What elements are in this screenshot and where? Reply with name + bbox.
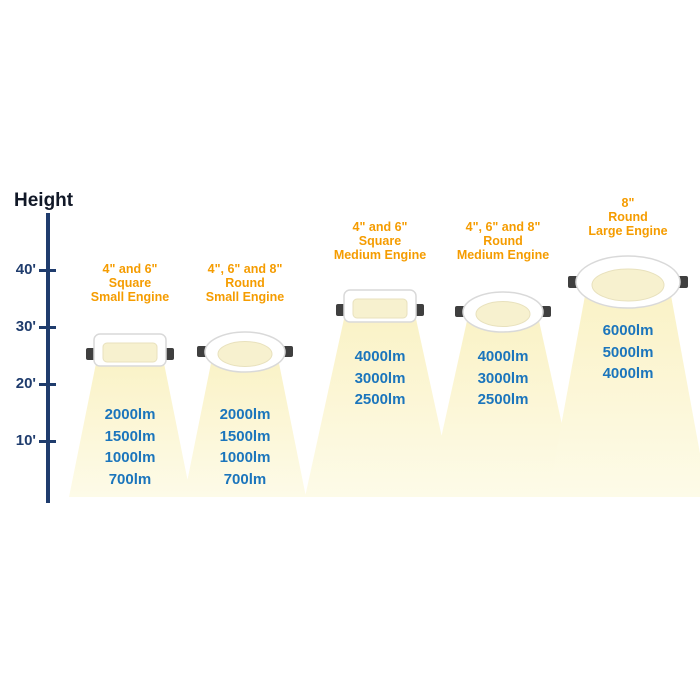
tick-20 — [39, 383, 56, 386]
tick-label-20: 20' — [15, 375, 36, 392]
tick-label-40: 40' — [15, 261, 36, 278]
tick-10 — [39, 440, 56, 443]
lumen-list: 2000lm 1500lm 1000lm 700lm — [104, 406, 156, 488]
tick-40 — [39, 269, 56, 272]
tick-30 — [39, 326, 56, 329]
square-downlight-icon — [86, 333, 174, 367]
tick-label-10: 10' — [15, 432, 36, 449]
lumen-list: 4000lm 3000lm 2500lm — [354, 348, 406, 408]
group-label: 8" Round Large Engine — [588, 196, 668, 238]
round-downlight-icon — [197, 331, 293, 373]
lumen-list: 4000lm 3000lm 2500lm — [477, 348, 529, 408]
square-downlight-icon — [336, 289, 424, 323]
lumen-list: 2000lm 1500lm 1000lm 700lm — [219, 406, 271, 488]
axis-line — [46, 213, 50, 503]
axis-title: Height — [14, 190, 74, 211]
group-label: 4", 6" and 8" Round Small Engine — [205, 262, 285, 304]
lumen-list: 6000lm 5000lm 4000lm — [602, 322, 654, 382]
group-label: 4" and 6" Square Small Engine — [90, 262, 170, 304]
round-downlight-icon — [455, 291, 551, 333]
round-large-downlight-icon — [568, 255, 688, 309]
group-label: 4", 6" and 8" Round Medium Engine — [456, 220, 550, 262]
group-label: 4" and 6" Square Medium Engine — [333, 220, 427, 262]
tick-label-30: 30' — [15, 318, 36, 335]
